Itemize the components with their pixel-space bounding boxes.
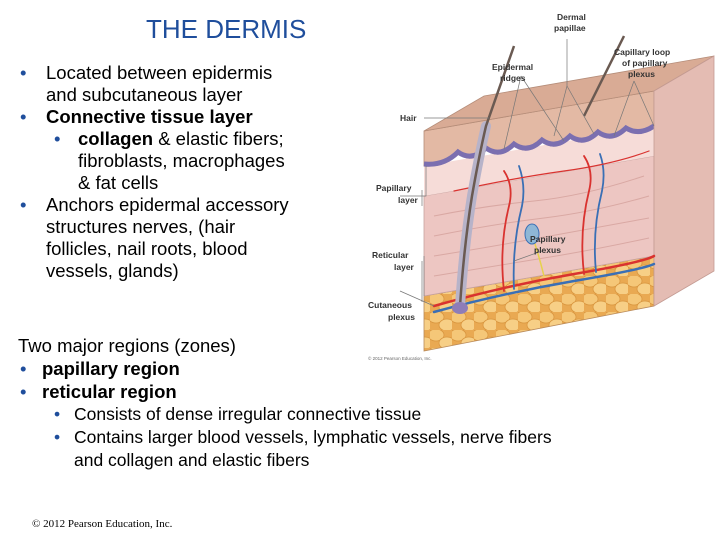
regions-heading: Two major regions (zones) bbox=[18, 335, 236, 356]
bullet-dot-icon: • bbox=[54, 427, 61, 447]
bullet-bold-text: Connective tissue layer bbox=[46, 106, 253, 127]
vein-vessel bbox=[432, 262, 656, 314]
label-papillary-plexus: Papillary bbox=[530, 234, 566, 244]
label-capillary-loop: of papillary bbox=[622, 58, 668, 68]
skin-block bbox=[423, 35, 715, 352]
vein-branch bbox=[512, 165, 525, 290]
skin-side-face bbox=[653, 55, 715, 307]
artery-branch bbox=[501, 170, 512, 292]
papillary-dermis bbox=[424, 126, 654, 196]
vein-branch bbox=[593, 153, 605, 273]
bullet-text: vessels, glands) bbox=[46, 260, 179, 281]
label-cutaneous-plexus: plexus bbox=[388, 312, 415, 322]
region-papillary: • papillary region bbox=[18, 357, 708, 380]
bullet-bold-text: collagen bbox=[78, 128, 154, 149]
label-reticular-layer: Reticular bbox=[372, 250, 409, 260]
bullet-text: Located between epidermis bbox=[46, 62, 273, 83]
bullet-dot-icon: • bbox=[20, 358, 27, 379]
sensory-receptor bbox=[524, 223, 545, 277]
bullet-bold-text: papillary region bbox=[42, 358, 180, 379]
subbullet-larger-vessels: • Contains larger blood vessels, lymphat… bbox=[18, 426, 708, 472]
label-epidermal-ridges: ridges bbox=[500, 73, 526, 83]
bullet-dot-icon: • bbox=[54, 128, 61, 149]
label-papillary-plexus: plexus bbox=[534, 245, 561, 255]
bullet-text: structures nerves, (hair bbox=[46, 216, 236, 237]
bullet-text: Consists of dense irregular connective t… bbox=[74, 404, 422, 424]
basal-layer bbox=[423, 123, 656, 167]
hair-shaft bbox=[582, 35, 626, 117]
regions-list: Two major regions (zones) • papillary re… bbox=[18, 334, 708, 472]
label-hair: Hair bbox=[400, 113, 417, 123]
bullet-dot-icon: • bbox=[20, 62, 27, 83]
slide-title: THE DERMIS bbox=[146, 14, 307, 44]
label-dermal-papillae: Dermal bbox=[557, 12, 586, 22]
hair-follicle bbox=[452, 45, 516, 314]
bullet-text: follicles, nail roots, blood bbox=[46, 238, 248, 259]
label-reticular-layer: layer bbox=[394, 262, 415, 272]
bullet-text: Contains larger blood vessels, lymphatic… bbox=[74, 427, 552, 447]
bullet-text: & elastic fibers; bbox=[153, 128, 284, 149]
label-capillary-loop: plexus bbox=[628, 69, 655, 79]
subbullet-dense-tissue: • Consists of dense irregular connective… bbox=[18, 403, 708, 426]
bullet-text: & fat cells bbox=[78, 172, 159, 193]
bullet-dot-icon: • bbox=[54, 404, 61, 424]
bullet-bold-text: reticular region bbox=[42, 381, 177, 402]
bullet-anchors: • Anchors epidermal accessory structures… bbox=[18, 194, 358, 282]
label-papillary-layer: Papillary bbox=[376, 183, 412, 193]
artery-vessel bbox=[432, 254, 656, 308]
label-papillary-layer: layer bbox=[398, 195, 419, 205]
bullet-connective-tissue: • Connective tissue layer bbox=[18, 106, 358, 128]
bullet-text: and collagen and elastic fibers bbox=[74, 450, 310, 470]
copyright-notice: © 2012 Pearson Education, Inc. bbox=[32, 518, 173, 530]
bullet-dot-icon: • bbox=[20, 381, 27, 402]
bullet-text: Anchors epidermal accessory bbox=[46, 194, 289, 215]
label-capillary-loop: Capillary loop bbox=[614, 47, 670, 57]
bullet-dot-icon: • bbox=[20, 194, 27, 215]
dermis-diagram: Dermal papillae Capillary loop of papill… bbox=[368, 12, 715, 361]
label-dermal-papillae: papillae bbox=[554, 23, 586, 33]
bullet-text: and subcutaneous layer bbox=[46, 84, 243, 105]
subbullet-collagen: • collagen & elastic fibers; fibroblasts… bbox=[18, 128, 358, 194]
bullet-location: • Located between epidermis and subcutan… bbox=[18, 62, 358, 106]
bullet-text: fibroblasts, macrophages bbox=[78, 150, 285, 171]
label-epidermal-ridges: Epidermal bbox=[492, 62, 533, 72]
region-reticular: • reticular region bbox=[18, 380, 708, 403]
bullet-dot-icon: • bbox=[20, 106, 27, 127]
leader-lines bbox=[399, 39, 655, 307]
label-cutaneous-plexus: Cutaneous bbox=[368, 300, 412, 310]
dermis-bullet-list: • Located between epidermis and subcutan… bbox=[18, 62, 358, 282]
papillary-plexus-vessel bbox=[453, 150, 650, 192]
figure-credit: © 2012 Pearson Education, Inc. bbox=[368, 355, 432, 361]
